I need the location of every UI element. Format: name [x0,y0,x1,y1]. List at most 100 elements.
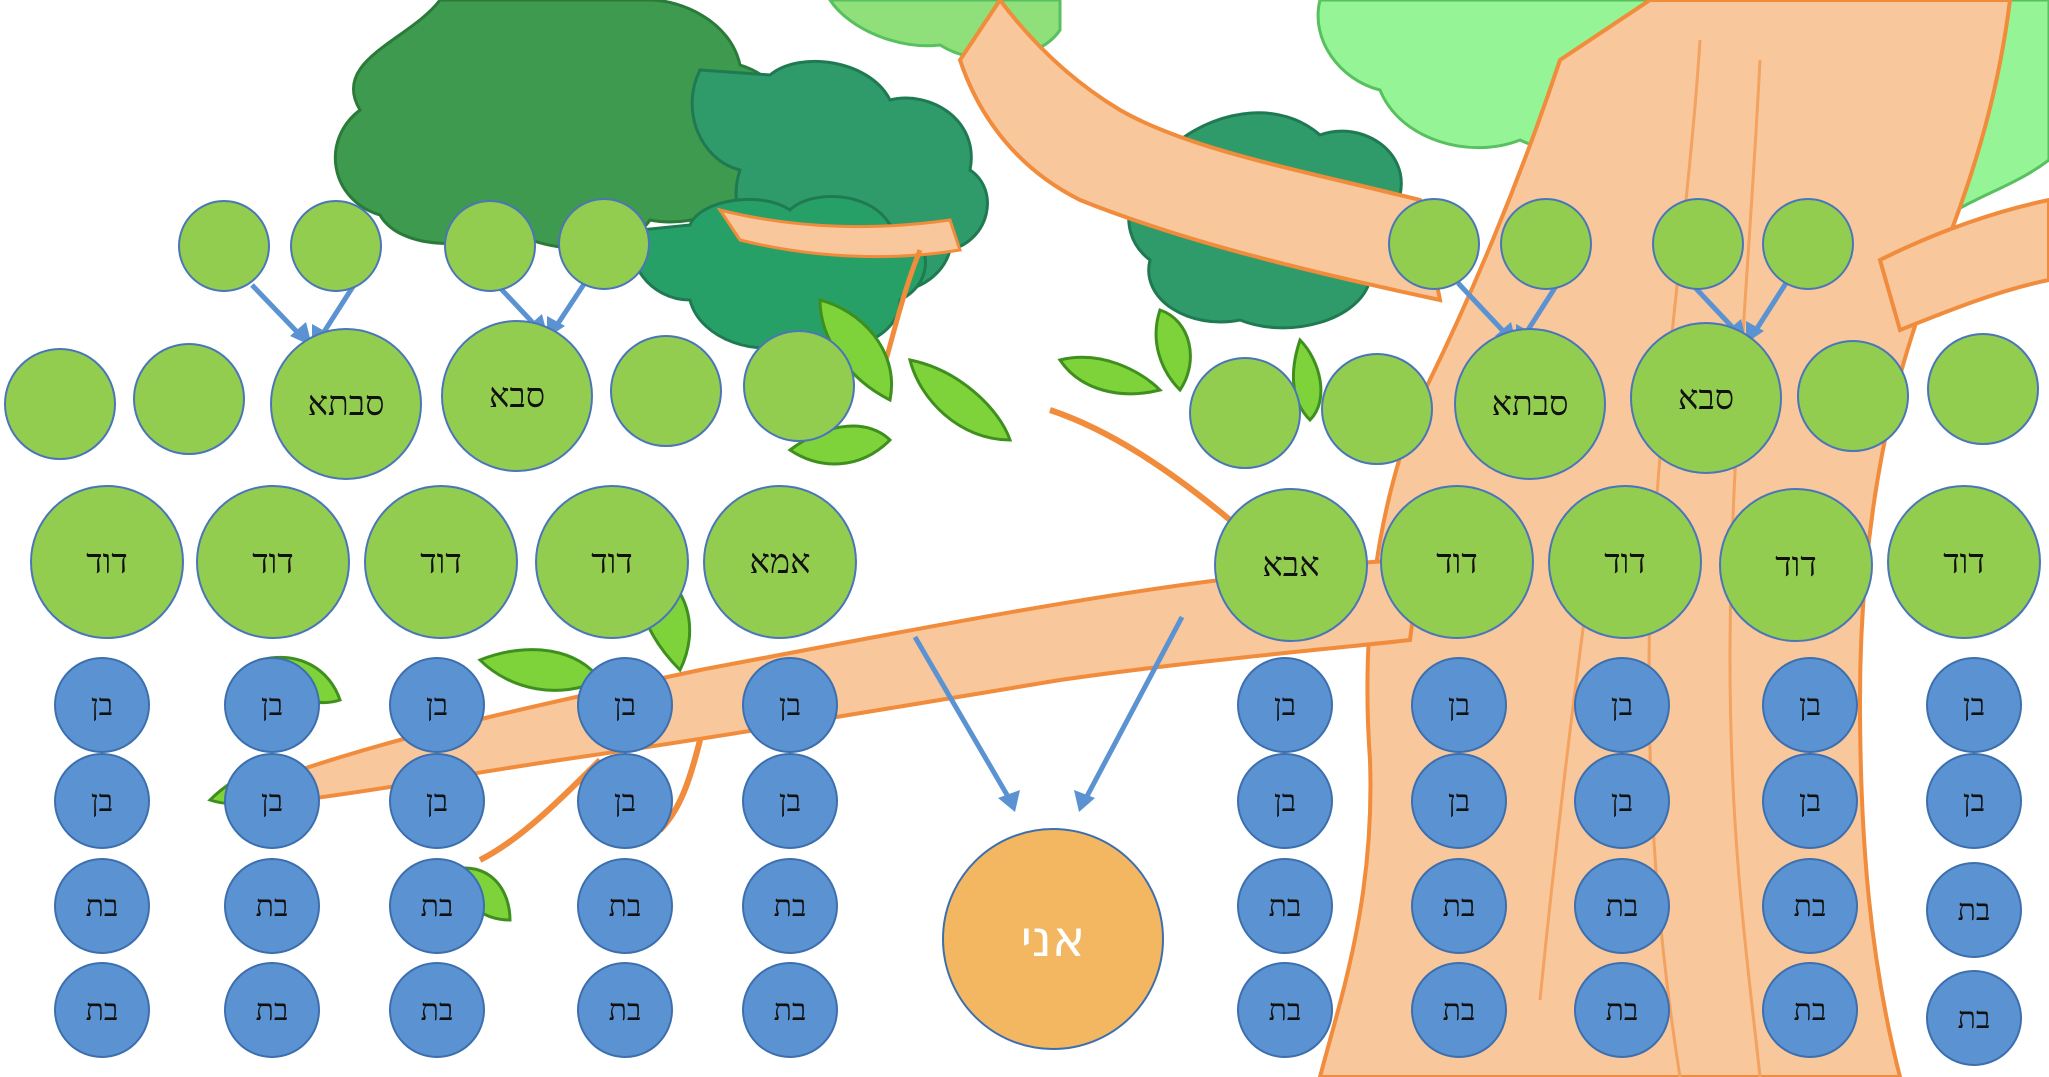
arrow [912,635,1013,802]
daughter-label: בת [85,888,119,924]
son-node: בן [1574,657,1670,753]
daughter-node: בת [1574,962,1670,1058]
daughter-label: בת [773,888,807,924]
daughter-node: בת [742,962,838,1058]
daughter-node: בת [1237,962,1333,1058]
me-node: אני [942,828,1164,1050]
grandpa-node: סבא [1630,322,1782,474]
grandma-node: סבתא [1454,328,1606,480]
daughter-node: בת [54,858,150,954]
son-label: בן [778,687,802,723]
son-node: בן [224,753,320,849]
son-label: בן [260,687,284,723]
grandma-node: סבתא [270,328,422,480]
uncle-node: דוד [535,485,689,639]
empty-circle [743,330,855,442]
son-node: בן [54,657,150,753]
uncle-node: דוד [364,485,518,639]
son-label: בן [1610,687,1634,723]
son-node: בן [1574,753,1670,849]
uncle-label: דוד [1436,542,1478,582]
daughter-node: בת [1926,862,2022,958]
son-label: בן [90,687,114,723]
son-node: בן [1926,657,2022,753]
son-node: בן [1411,753,1507,849]
daughter-label: בת [1793,992,1827,1028]
son-label: בן [425,783,449,819]
uncle-node: דוד [1380,485,1534,639]
dad-node: אבא [1214,488,1368,642]
daughter-label: בת [1442,888,1476,924]
son-node: בן [1762,657,1858,753]
daughter-node: בת [224,858,320,954]
uncle-label: דוד [252,542,294,582]
empty-circle [1321,353,1433,465]
uncle-label: דוד [86,542,128,582]
daughter-label: בת [1268,992,1302,1028]
uncle-node: דוד [196,485,350,639]
son-label: בן [1273,687,1297,723]
daughter-label: בת [1442,992,1476,1028]
empty-circle [133,343,245,455]
son-node: בן [54,753,150,849]
daughter-node: בת [577,858,673,954]
son-node: בן [1411,657,1507,753]
mom-node: אמא [703,485,857,639]
empty-circle [1797,340,1909,452]
uncle-label: דוד [420,542,462,582]
daughter-node: בת [1926,970,2022,1066]
daughter-label: בת [608,992,642,1028]
daughter-node: בת [389,962,485,1058]
arrow [1523,281,1561,335]
great-grandparent-circle [290,200,382,292]
son-node: בן [742,657,838,753]
uncle-label: דוד [591,542,633,582]
son-node: בן [1237,657,1333,753]
daughter-label: בת [1957,1000,1991,1036]
daughter-label: בת [85,992,119,1028]
son-node: בן [1762,753,1858,849]
arrows [250,273,1791,802]
great-grandparent-circle [558,198,650,290]
son-node: בן [1926,753,2022,849]
arrow [1753,278,1791,332]
arrowhead [998,790,1020,812]
daughter-label: בת [1605,888,1639,924]
daughter-label: בת [608,888,642,924]
arrow [319,283,357,337]
son-node: בן [577,657,673,753]
son-label: בן [1962,783,1986,819]
son-node: בן [224,657,320,753]
son-label: בן [613,687,637,723]
son-node: בן [389,753,485,849]
uncle-node: דוד [1548,485,1702,639]
uncle-node: דוד [30,485,184,639]
daughter-label: בת [773,992,807,1028]
uncle-node: דוד [1887,485,2041,639]
daughter-node: בת [1411,858,1507,954]
son-node: בן [389,657,485,753]
mom-label: אמא [749,542,811,582]
great-grandparent-circle [1762,198,1854,290]
daughter-label: בת [255,992,289,1028]
dad-label: אבא [1262,545,1320,585]
uncle-node: דוד [1719,488,1873,642]
daughter-label: בת [1793,888,1827,924]
daughter-label: בת [1957,892,1991,928]
daughter-node: בת [54,962,150,1058]
arrowhead [1074,790,1095,812]
son-label: בן [425,687,449,723]
son-node: בן [742,753,838,849]
empty-circle [1189,357,1301,469]
son-label: בן [1447,783,1471,819]
arrow [1082,615,1185,802]
grandpa-node: סבא [441,320,593,472]
empty-circle [610,335,722,447]
son-label: בן [1447,687,1471,723]
great-grandparent-circle [1500,198,1592,290]
daughter-node: בת [1411,962,1507,1058]
son-label: בן [260,783,284,819]
me-label: אני [1020,910,1086,968]
great-grandparent-circle [178,200,270,292]
empty-circle [1927,333,2039,445]
